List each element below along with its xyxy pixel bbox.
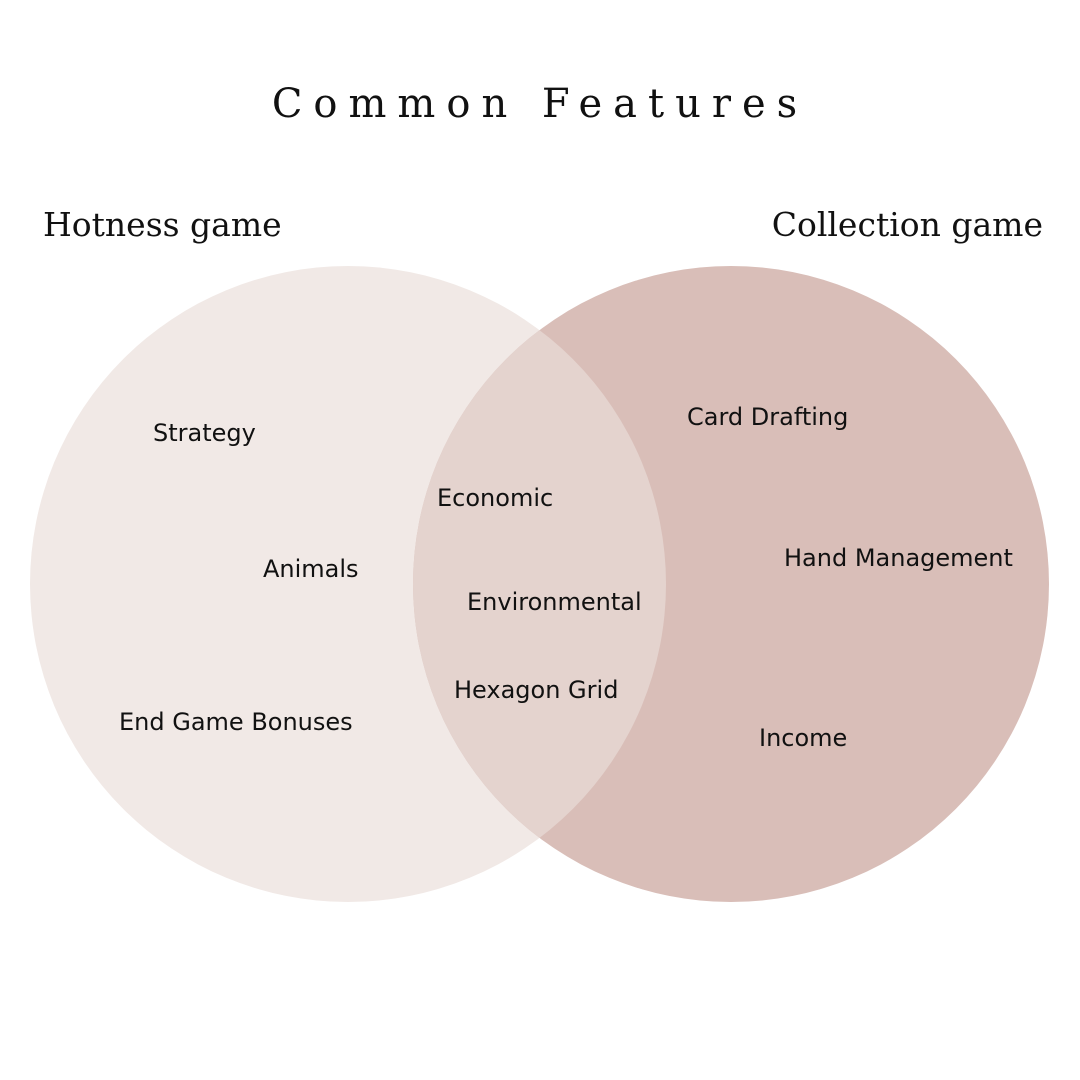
right-set-label: Collection game bbox=[771, 205, 1043, 244]
right-item-hand-management: Hand Management bbox=[784, 544, 1013, 572]
left-item-end-game-bonuses: End Game Bonuses bbox=[119, 708, 353, 736]
left-set-label: Hotness game bbox=[43, 205, 282, 244]
left-item-strategy: Strategy bbox=[153, 419, 256, 447]
left-item-animals: Animals bbox=[263, 555, 359, 583]
diagram-title: Common Features bbox=[271, 81, 809, 127]
overlap-region bbox=[413, 266, 666, 902]
overlap-item-environmental: Environmental bbox=[467, 588, 642, 616]
overlap-item-economic: Economic bbox=[437, 484, 554, 512]
right-item-card-drafting: Card Drafting bbox=[687, 403, 849, 431]
overlap-item-hexagon-grid: Hexagon Grid bbox=[454, 676, 619, 704]
right-item-income: Income bbox=[759, 724, 848, 752]
